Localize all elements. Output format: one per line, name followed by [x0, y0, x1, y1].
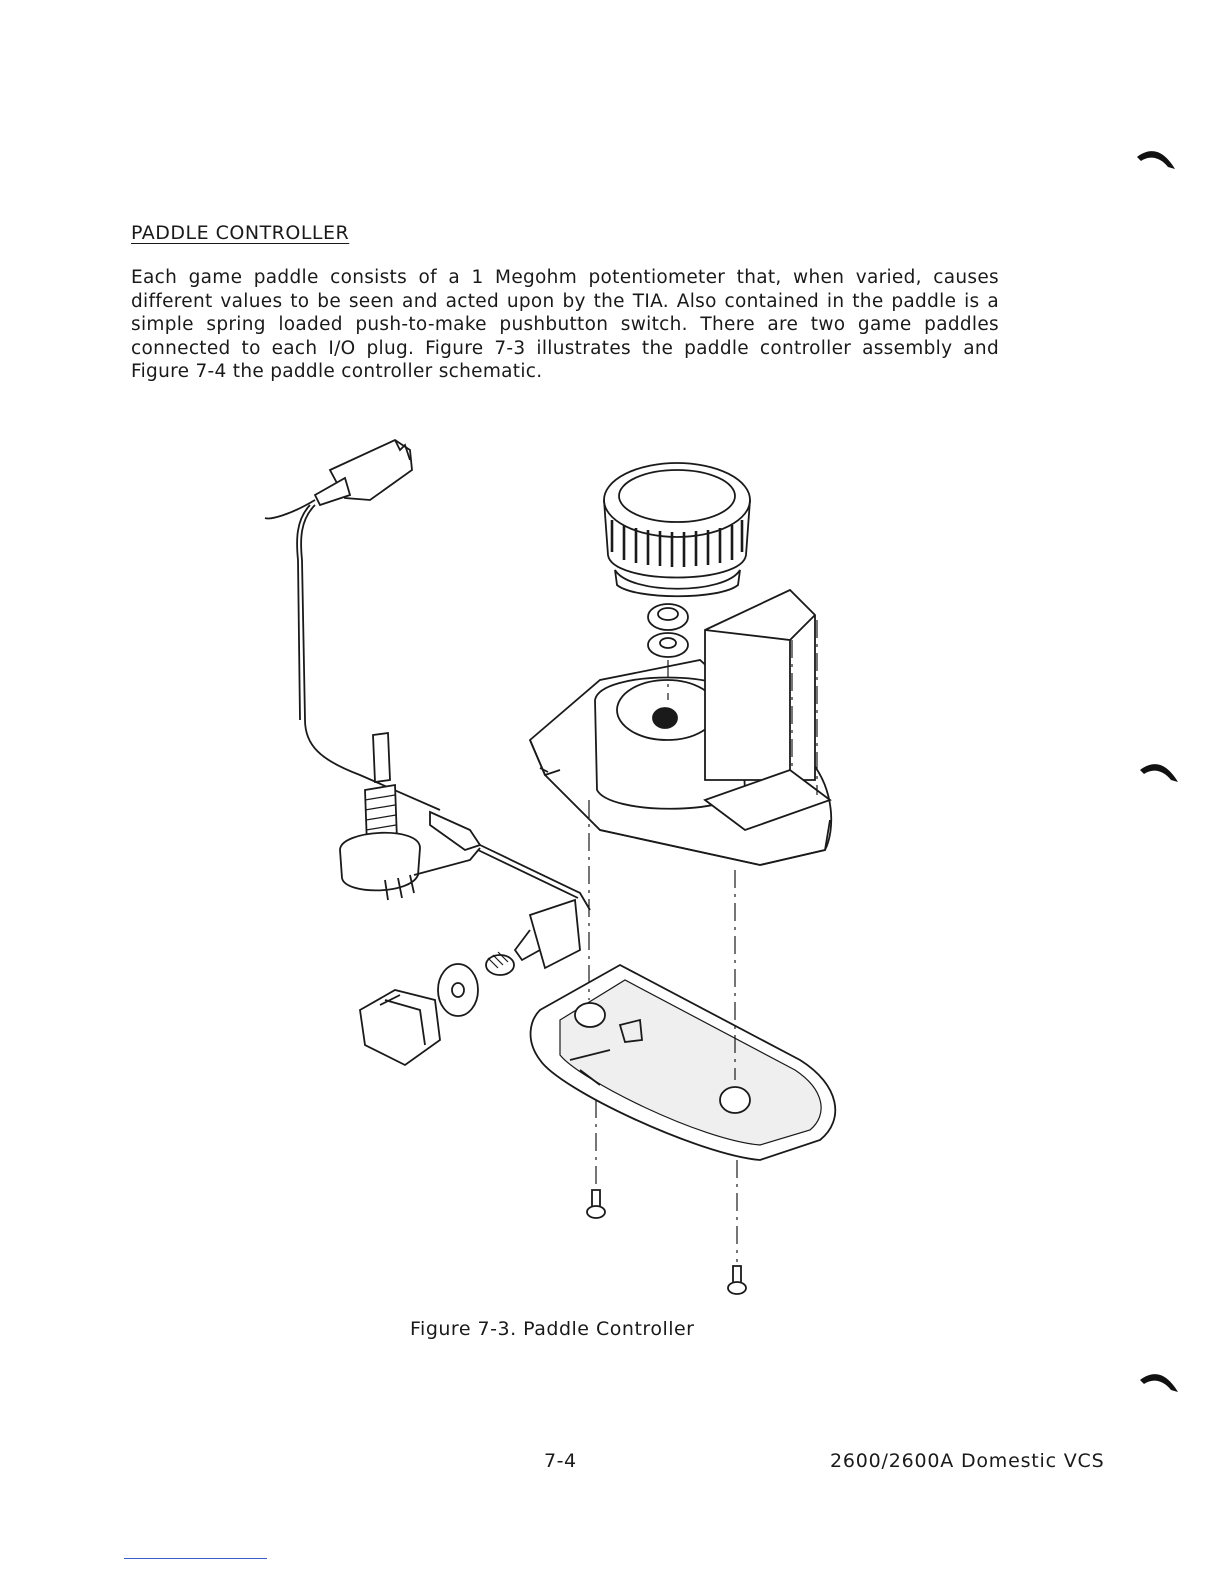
paddle-controller-exploded-diagram	[264, 438, 837, 1295]
section-heading: PADDLE CONTROLLER	[131, 222, 350, 244]
screw-left	[586, 1189, 606, 1219]
nut	[647, 603, 689, 658]
binder-hole-mark	[1137, 151, 1175, 169]
bottom-plate	[529, 963, 837, 1161]
scan-edge-line	[124, 1558, 267, 1559]
washer	[437, 963, 479, 1017]
cable-plug	[264, 438, 441, 811]
cable-connector	[429, 810, 591, 911]
fire-button-cap	[359, 989, 441, 1067]
screw-right	[727, 1265, 747, 1295]
body-paragraph: Each game paddle consists of a 1 Megohm …	[131, 267, 999, 382]
knob	[603, 462, 751, 598]
potentiometer	[339, 731, 481, 901]
document-title: 2600/2600A Domestic VCS	[830, 1450, 1105, 1472]
binder-hole-mark	[1140, 1374, 1178, 1392]
top-housing	[528, 588, 833, 866]
page-number: 7-4	[544, 1450, 577, 1472]
binder-hole-mark	[1140, 764, 1178, 782]
pushbutton-switch	[485, 898, 581, 976]
figure-caption: Figure 7-3. Paddle Controller	[410, 1318, 695, 1340]
assembly-guide-lines	[588, 620, 818, 1262]
